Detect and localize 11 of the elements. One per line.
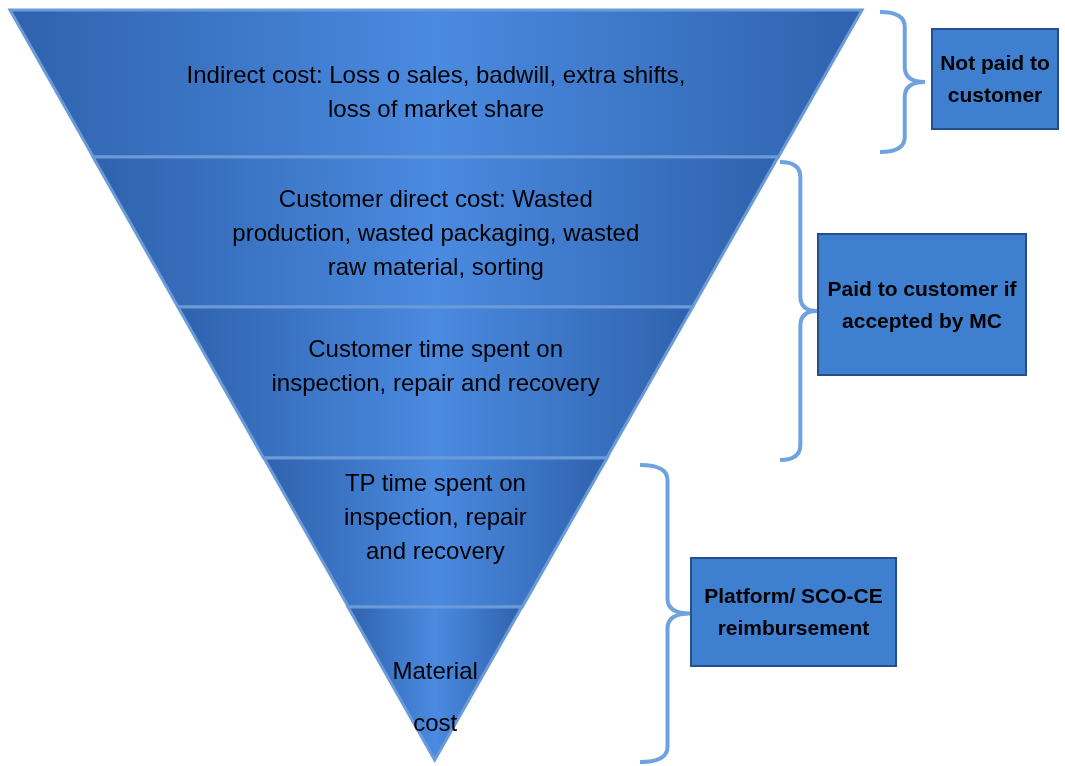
segment-label: Customer time spent on inspection, repair and recovery [270,334,601,398]
segment-label: Indirect cost: Loss o sales, badwill, extra shifts, loss of market share [185,60,687,124]
box-label: Not paid to customer [939,50,1051,108]
label-box [690,557,897,667]
box-label: Platform/ SCO-CE reimbursement [703,583,884,641]
segment-label: Material cost [391,656,479,738]
segment-label: TP time spent on inspection, repair and recovery [343,468,528,566]
segment-label: Customer direct cost: Wasted production, wasted packaging, wasted raw material, sorting [231,184,641,282]
box-label: Paid to customer if accepted by MC [826,275,1018,334]
label-box [817,233,1027,376]
label-box [931,28,1059,130]
